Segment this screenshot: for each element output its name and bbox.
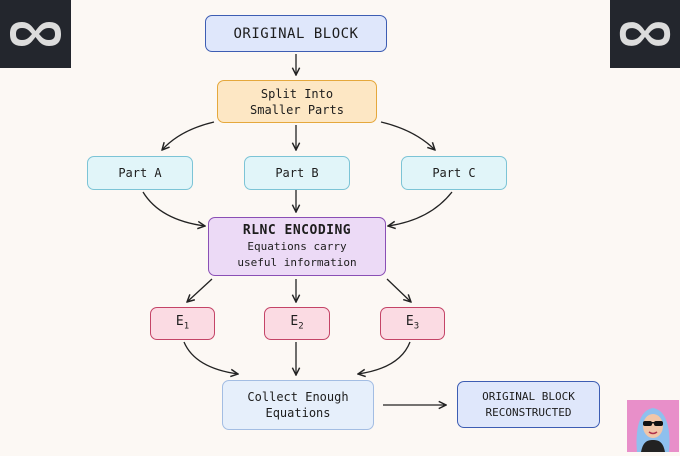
split-node: Split Into Smaller Parts (217, 80, 377, 123)
reconstructed-node: ORIGINAL BLOCK RECONSTRUCTED (457, 381, 600, 428)
edge-encoding-e3 (386, 278, 411, 302)
logo-right (610, 0, 680, 68)
logo-left (0, 0, 71, 68)
part-b-node: Part B (244, 156, 350, 190)
edge-e3-collect (358, 341, 411, 374)
edge-parta-encoding (142, 191, 205, 226)
original-block-node: ORIGINAL BLOCK (205, 15, 387, 52)
part-a-label: Part A (118, 166, 162, 180)
collect-node: Collect Enough Equations (222, 380, 374, 430)
collect-label: Collect Enough Equations (247, 390, 349, 420)
edge-partc-encoding (388, 191, 453, 226)
reconstructed-label: ORIGINAL BLOCK RECONSTRUCTED (482, 389, 575, 419)
infinity-logo-icon (10, 22, 61, 46)
e2-node: E2 (264, 307, 330, 340)
e3-node: E3 (380, 307, 445, 340)
original-block-label: ORIGINAL BLOCK (233, 25, 359, 42)
encoding-title: RLNC ENCODING (242, 222, 352, 238)
edge-encoding-e1 (187, 278, 213, 302)
avatar-icon (627, 400, 679, 452)
e3-label: E3 (405, 313, 420, 332)
e2-label: E2 (290, 313, 304, 332)
split-label: Split Into Smaller Parts (250, 86, 344, 117)
part-a-node: Part A (87, 156, 193, 190)
edge-e1-collect (183, 341, 238, 374)
infinity-logo-icon (619, 22, 671, 46)
e1-label: E1 (175, 313, 190, 332)
e1-node: E1 (150, 307, 215, 340)
edge-split-parta (162, 121, 215, 150)
part-c-node: Part C (401, 156, 507, 190)
part-c-label: Part C (432, 166, 476, 180)
rlnc-encoding-node: RLNC ENCODING Equations carry useful inf… (208, 217, 386, 276)
part-b-label: Part B (275, 166, 319, 180)
edge-split-partc (380, 121, 435, 150)
encoding-subtitle: Equations carry useful information (237, 239, 357, 269)
avatar (627, 400, 679, 452)
